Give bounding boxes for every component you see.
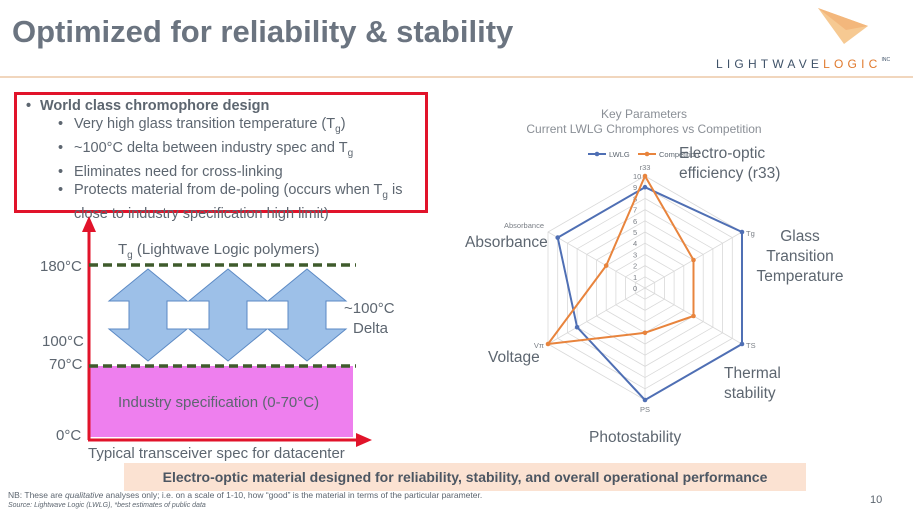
axis-name-ts: Thermal stability bbox=[724, 365, 781, 402]
header-divider bbox=[0, 76, 913, 78]
legend-label-lwlg: LWLG bbox=[609, 150, 630, 159]
temp-label-0: 0°C bbox=[56, 427, 82, 444]
delta-arrow-2-icon bbox=[187, 268, 269, 362]
radar-point bbox=[739, 229, 745, 235]
radar-point bbox=[642, 330, 648, 336]
radar-tick-label: 7 bbox=[633, 206, 637, 215]
radar-axis-label: Tg bbox=[746, 229, 755, 238]
company-logo: LIGHTWAVELOGICINC bbox=[716, 57, 890, 71]
logo-mark-icon bbox=[818, 8, 868, 44]
radar-tick-label: 1 bbox=[633, 273, 637, 282]
temp-label-100: 100°C bbox=[42, 333, 84, 350]
radar-tick-label: 0 bbox=[633, 284, 637, 293]
x-axis-label: Typical transceiver spec for datacenter bbox=[88, 445, 345, 462]
bullet-sub-4: Protects material from de-poling (occurs… bbox=[24, 181, 424, 223]
axis-name-tg: Glass Transition Temperature bbox=[756, 228, 844, 285]
radar-axis-label: TS bbox=[746, 341, 756, 350]
page-number: 10 bbox=[870, 494, 883, 506]
radar-axis-label: Absorbance bbox=[504, 221, 544, 230]
source-note: Source: Lightwave Logic (LWLG), *best es… bbox=[8, 502, 206, 509]
legend-marker-lwlg-icon bbox=[594, 151, 600, 157]
bullet-sub-2: ~100°C delta between industry spec and T… bbox=[24, 139, 424, 163]
legend-label-competition: Competition bbox=[659, 150, 700, 159]
radar-point bbox=[739, 341, 745, 347]
delta-label-line2: Delta bbox=[353, 320, 389, 337]
radar-tick-label: 4 bbox=[633, 239, 637, 248]
logo-word-lightwave: LIGHTWAVE bbox=[716, 57, 824, 71]
temp-label-180: 180°C bbox=[40, 258, 82, 275]
slide-title: Optimized for reliability & stability bbox=[12, 14, 514, 49]
axis-name-absorbance: Absorbance bbox=[465, 234, 548, 251]
radar-spoke bbox=[547, 287, 646, 345]
radar-tick-label: 2 bbox=[633, 262, 637, 271]
radar-spoke bbox=[547, 231, 646, 289]
delta-arrow-3-icon bbox=[266, 268, 348, 362]
temp-label-70: 70°C bbox=[49, 356, 83, 373]
radar-tick-label: 5 bbox=[633, 228, 637, 237]
bullet-list: World class chromophore design Very high… bbox=[24, 97, 424, 223]
radar-point bbox=[691, 257, 696, 263]
axis-name-ps: Photostability bbox=[589, 429, 682, 446]
radar-point bbox=[603, 263, 609, 268]
delta-label-line1: ~100°C bbox=[344, 300, 395, 317]
radar-point bbox=[691, 313, 696, 319]
radar-tick-label: 6 bbox=[633, 217, 637, 226]
axis-name-vpi: Voltage bbox=[488, 349, 540, 366]
radar-tick-label: 3 bbox=[633, 250, 637, 259]
bullet-main: World class chromophore design bbox=[24, 97, 424, 115]
radar-point bbox=[642, 184, 648, 190]
industry-spec-box bbox=[89, 366, 353, 437]
delta-arrow-1-icon bbox=[107, 268, 189, 362]
bullet-sub-3: Eliminates need for cross-linking bbox=[24, 163, 424, 181]
y-axis-arrowhead-icon bbox=[82, 216, 96, 232]
radar-point bbox=[574, 324, 580, 330]
bullet-sub-1: Very high glass transition temperature (… bbox=[24, 115, 424, 139]
chart-legend bbox=[588, 151, 656, 157]
chart-subtitle: Current LWLG Chromphores vs Competition bbox=[526, 122, 762, 136]
radar-axis-label: PS bbox=[640, 405, 650, 414]
radar-tick-label: 9 bbox=[633, 183, 637, 192]
x-axis-arrowhead-icon bbox=[356, 433, 372, 447]
legend-marker-competition-icon bbox=[644, 151, 650, 157]
logo-word-logic: LOGIC bbox=[823, 57, 882, 71]
chart-title: Key Parameters bbox=[600, 107, 688, 121]
tg-label: Tg (Lightwave Logic polymers) bbox=[118, 241, 320, 261]
axis-name-r33: Electro-optic efficiency (r33) bbox=[679, 145, 781, 182]
logo-trademark: INC bbox=[881, 57, 891, 63]
summary-banner: Electro-optic material designed for reli… bbox=[124, 463, 806, 491]
footnote: NB: These are qualitative analyses only;… bbox=[8, 490, 483, 500]
industry-spec-label: Industry specification (0-70°C) bbox=[118, 394, 320, 411]
radar-axis-label: r33 bbox=[640, 163, 651, 172]
radar-point bbox=[555, 235, 561, 240]
radar-axis-label: Vπ bbox=[534, 341, 544, 350]
radar-tick-label: 10 bbox=[633, 172, 641, 181]
radar-point bbox=[642, 173, 648, 179]
radar-point bbox=[545, 341, 551, 347]
radar-point bbox=[642, 397, 648, 403]
